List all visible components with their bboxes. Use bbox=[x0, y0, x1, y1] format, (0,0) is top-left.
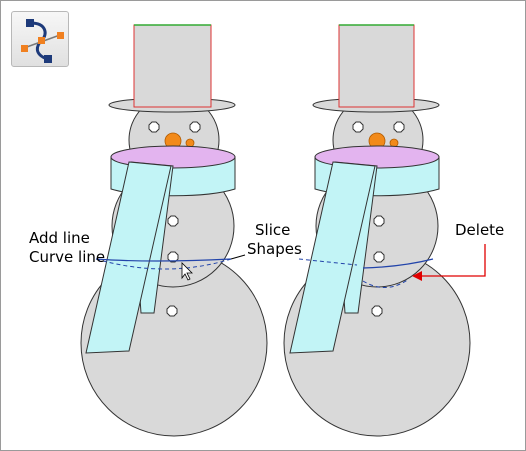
hat bbox=[108, 24, 236, 113]
hat bbox=[312, 24, 440, 113]
snowman-before bbox=[80, 24, 268, 437]
label-curve-line: Curve line bbox=[29, 248, 106, 266]
snowman-nose bbox=[164, 132, 195, 150]
snowman-eyes bbox=[352, 121, 405, 133]
mouse-cursor-icon bbox=[181, 262, 193, 281]
snowman-after bbox=[283, 24, 471, 437]
label-add-line: Add line bbox=[29, 229, 90, 247]
slice-line bbox=[95, 258, 232, 270]
arrow-head-icon bbox=[412, 271, 422, 281]
slice-pointer-line bbox=[230, 254, 246, 260]
scarf bbox=[289, 145, 440, 354]
snowman-buttons bbox=[371, 215, 385, 317]
hat-crown bbox=[338, 24, 415, 108]
snowman-eyes bbox=[148, 121, 201, 133]
shape-editor-tool-button[interactable] bbox=[11, 11, 69, 67]
label-shapes: Shapes bbox=[247, 240, 302, 258]
snowman-buttons bbox=[166, 215, 179, 317]
sliced-path bbox=[298, 258, 434, 288]
snowman-nose bbox=[368, 132, 399, 150]
hat-crown bbox=[133, 24, 212, 108]
scarf bbox=[85, 145, 236, 354]
label-slice: Slice bbox=[255, 221, 291, 239]
shape-editor-icon bbox=[21, 19, 64, 63]
label-delete: Delete bbox=[455, 221, 505, 239]
delete-pointer-arrow bbox=[412, 244, 486, 281]
